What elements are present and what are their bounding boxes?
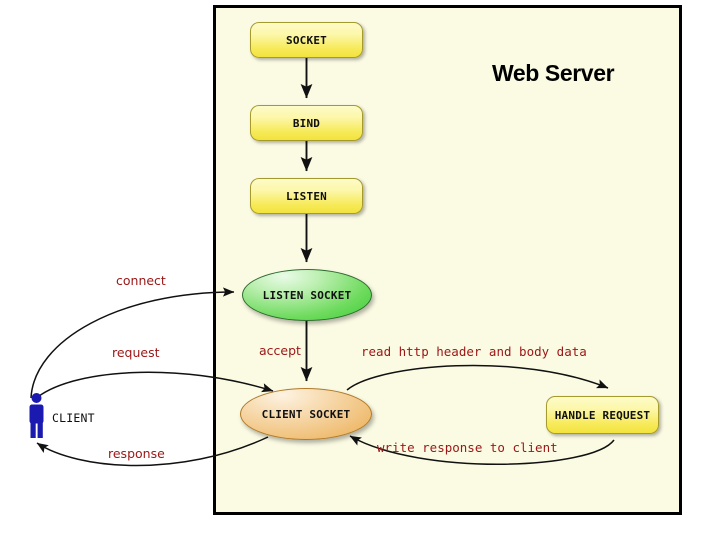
node-listen-socket[interactable]: LISTEN SOCKET	[242, 269, 372, 321]
edge-read-http	[346, 364, 609, 391]
edge-label-write-response: write response to client	[377, 440, 558, 455]
edge-request	[33, 371, 274, 401]
web-server-title: Web Server	[492, 60, 615, 86]
node-client-socket[interactable]: CLIENT SOCKET	[240, 388, 372, 440]
node-socket[interactable]: SOCKET	[250, 22, 363, 58]
node-listen[interactable]: LISTEN	[250, 178, 363, 214]
edge-write-response	[349, 435, 615, 465]
node-bind[interactable]: BIND	[250, 105, 363, 141]
edge-label-request: request	[112, 345, 160, 360]
edge-label-accept: accept	[259, 343, 301, 358]
edge-label-connect: connect	[116, 273, 166, 288]
edge-response	[36, 436, 269, 467]
node-handle-request[interactable]: HANDLE REQUEST	[546, 396, 659, 434]
edge-connect	[30, 287, 235, 399]
edge-label-response: response	[108, 446, 165, 461]
client-actor-label: CLIENT	[52, 411, 95, 425]
client-actor-icon[interactable]	[24, 392, 50, 440]
edge-label-read-http: read http header and body data	[361, 344, 587, 359]
